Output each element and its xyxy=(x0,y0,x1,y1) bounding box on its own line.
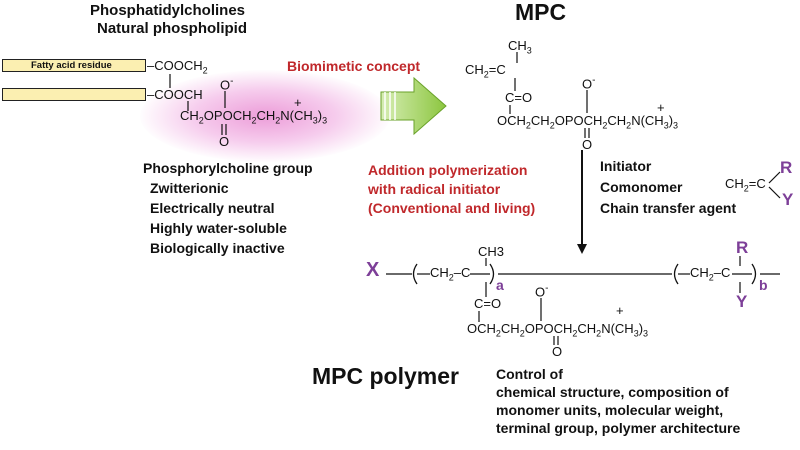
polymer-subscript-b: b xyxy=(759,277,768,293)
property-electrically-neutral: Electrically neutral xyxy=(150,200,275,216)
comonomer-y-label: Y xyxy=(782,190,794,209)
chem-plus-mpc: + xyxy=(657,100,665,115)
mpc-title: MPC xyxy=(515,0,567,25)
chem-polymer-chain: OCH2CH2OPOCH2CH2N(CH3)3 xyxy=(467,321,649,339)
bond-comonomer-r xyxy=(768,171,781,184)
chem-comonomer-ch2-c: CH2=C xyxy=(725,176,766,194)
reagent-chain-transfer-agent: Chain transfer agent xyxy=(600,200,737,216)
bracket-b-close xyxy=(751,263,757,285)
phosphorylcholine-highlight xyxy=(140,70,390,162)
biomimetic-concept-label: Biomimetic concept xyxy=(287,58,421,74)
chem-polymer-ch3: CH3 xyxy=(478,244,505,259)
chem-phosphocholine-chain: CH2OPOCH2CH2N(CH3)3 xyxy=(180,108,328,126)
polymerization-line-2: with radical initiator xyxy=(368,181,501,197)
phosphatidylcholines-title: Phosphatidylcholines xyxy=(90,2,246,19)
chem-c-o-mpc: C=O xyxy=(505,90,533,105)
polymerization-line-3: (Conventional and living) xyxy=(368,200,536,216)
chem-mpc-chain: OCH2CH2OPOCH2CH2N(CH3)3 xyxy=(497,113,679,131)
chem-coo-ch2: –COOCH2 xyxy=(147,58,208,76)
chem-o-minus-1: O- xyxy=(220,76,234,93)
chem-plus-1: + xyxy=(294,95,302,110)
chem-o-minus-mpc: O- xyxy=(582,75,596,92)
control-line-4: terminal group, polymer architecture xyxy=(496,420,741,436)
chem-ch2-c-mpc: CH2=C xyxy=(465,62,506,80)
property-water-soluble: Highly water-soluble xyxy=(150,220,287,236)
fatty-acid-residue-box-1: Fatty acid residue xyxy=(2,59,146,72)
chem-polymer-c-o: C=O xyxy=(474,296,502,311)
chem-polymer-ch2-b: CH2–C xyxy=(690,265,731,283)
chem-o-bottom-1: O xyxy=(219,134,230,149)
chem-plus-polymer: + xyxy=(616,303,624,318)
bracket-a-close xyxy=(489,263,495,285)
polymer-x-terminal: X xyxy=(366,259,380,281)
reaction-arrow-head xyxy=(577,244,587,254)
control-line-3: monomer units, molecular weight, xyxy=(496,402,724,418)
reagent-comonomer: Comonomer xyxy=(600,179,683,195)
reagent-initiator: Initiator xyxy=(600,158,652,174)
bracket-b-open xyxy=(673,263,679,285)
polymer-r-label: R xyxy=(736,238,749,257)
chem-o-bottom-polymer: O xyxy=(552,344,563,359)
polymer-y-label: Y xyxy=(736,292,748,311)
bracket-a-open xyxy=(412,263,418,285)
chem-polymer-ch2-a: CH2–C xyxy=(430,265,471,283)
fatty-acid-label: Fatty acid residue xyxy=(31,60,112,71)
control-line-2: chemical structure, composition of xyxy=(496,384,729,400)
mpc-polymer-title: MPC polymer xyxy=(312,363,459,389)
natural-phospholipid-title: Natural phospholipid xyxy=(97,20,247,37)
polymer-subscript-a: a xyxy=(496,277,504,293)
chem-o-minus-polymer: O- xyxy=(535,283,549,300)
control-line-1: Control of xyxy=(496,366,563,382)
property-biologically-inactive: Biologically inactive xyxy=(150,240,285,256)
bond-comonomer-y xyxy=(768,186,781,199)
biomimetic-arrow xyxy=(380,76,447,136)
chem-o-bottom-mpc: O xyxy=(582,137,593,152)
phosphorylcholine-group-title: Phosphorylcholine group xyxy=(143,160,313,176)
property-zwitterionic: Zwitterionic xyxy=(150,180,229,196)
polymerization-line-1: Addition polymerization xyxy=(368,162,528,178)
chem-coo-ch: –COOCH xyxy=(147,87,203,102)
comonomer-r-label: R xyxy=(780,158,793,177)
chem-ch3-mpc: CH3 xyxy=(508,38,532,56)
fatty-acid-residue-box-2 xyxy=(2,88,146,101)
